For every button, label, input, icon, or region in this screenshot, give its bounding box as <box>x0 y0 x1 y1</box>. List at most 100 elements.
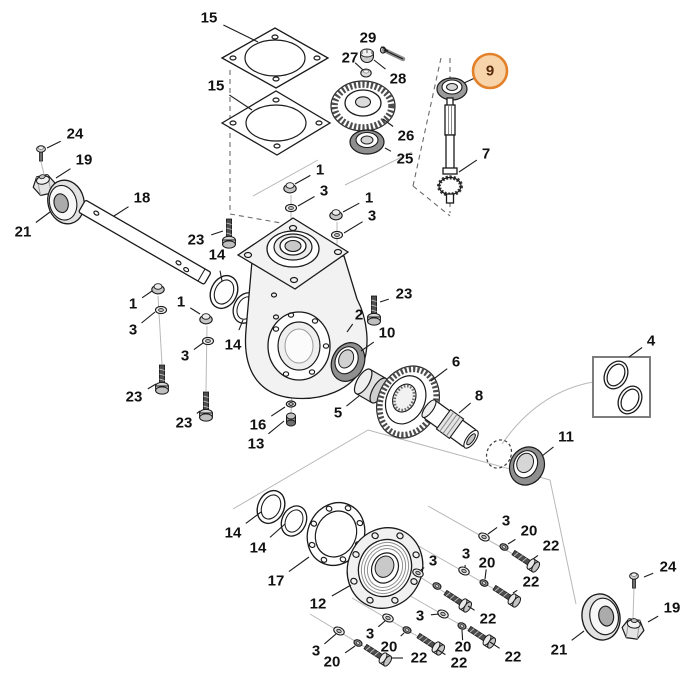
part-roller-cage-5[interactable] <box>351 366 391 405</box>
part-label-3-22[interactable]: 3 <box>181 348 189 365</box>
part-bearing-10[interactable] <box>325 337 371 387</box>
part-label-23-26[interactable]: 23 <box>396 286 413 303</box>
part-label-22-52[interactable]: 22 <box>451 655 468 672</box>
part-label-11-31[interactable]: 11 <box>558 429 574 446</box>
part-bearing-9[interactable] <box>436 77 468 101</box>
part-label-3-45[interactable]: 3 <box>429 553 437 570</box>
part-label-13-34[interactable]: 13 <box>248 436 265 453</box>
part-label-20-51[interactable]: 20 <box>381 639 398 656</box>
highlighted-part-callout-circle[interactable] <box>471 52 509 90</box>
part-label-12-38[interactable]: 12 <box>310 596 327 613</box>
part-label-21-10[interactable]: 21 <box>15 224 32 241</box>
part-label-23-12[interactable]: 23 <box>188 232 205 249</box>
part-label-20-43[interactable]: 20 <box>479 555 496 572</box>
part-screw-24-top[interactable] <box>36 145 46 162</box>
part-pinion-shaft-7[interactable] <box>437 97 463 204</box>
part-label-22-55[interactable]: 22 <box>505 649 522 666</box>
part-label-1-21[interactable]: 1 <box>177 294 185 311</box>
part-label-15-1[interactable]: 15 <box>208 78 225 95</box>
part-label-3-53[interactable]: 3 <box>416 608 424 625</box>
part-nut-1-b[interactable] <box>329 209 343 221</box>
part-bevel-gear-26[interactable] <box>330 80 396 132</box>
part-castle-nut-28[interactable] <box>359 48 375 64</box>
part-bolt-23-c[interactable] <box>155 364 169 395</box>
part-label-25-6[interactable]: 25 <box>397 151 414 168</box>
part-bolt-23-a[interactable] <box>222 218 236 249</box>
part-housing-2[interactable] <box>236 217 368 400</box>
part-lockwasher-20-g2[interactable] <box>478 577 490 589</box>
part-label-18-11[interactable]: 18 <box>134 190 151 207</box>
part-label-2-25[interactable]: 2 <box>355 307 363 324</box>
part-nut-1-a[interactable] <box>283 182 297 194</box>
part-label-21-56[interactable]: 21 <box>551 642 568 659</box>
part-nut-1-d[interactable] <box>199 313 213 325</box>
part-label-1-17[interactable]: 1 <box>365 190 373 207</box>
part-cover-12[interactable] <box>334 515 436 621</box>
part-label-20-48[interactable]: 20 <box>324 654 341 671</box>
part-label-17-37[interactable]: 17 <box>268 573 285 590</box>
part-washer-16[interactable] <box>285 400 297 408</box>
part-label-28-4[interactable]: 28 <box>390 71 407 88</box>
part-coupler-8[interactable] <box>419 397 482 452</box>
part-label-3-20[interactable]: 3 <box>129 322 137 339</box>
part-label-7-7[interactable]: 7 <box>482 146 490 163</box>
part-label-3-18[interactable]: 3 <box>368 208 376 225</box>
part-label-15-0[interactable]: 15 <box>201 10 218 27</box>
part-label-24-57[interactable]: 24 <box>660 559 677 576</box>
part-label-22-41[interactable]: 22 <box>543 538 560 555</box>
part-label-5-29[interactable]: 5 <box>334 405 342 422</box>
part-nut-27[interactable] <box>360 68 372 78</box>
part-gasket-15-bottom[interactable] <box>220 90 332 156</box>
part-label-14-13[interactable]: 14 <box>209 247 226 264</box>
part-bolt-22-g1[interactable] <box>509 547 542 574</box>
part-bolt-22-g2[interactable] <box>490 582 523 609</box>
part-collar-21-right[interactable] <box>577 590 625 644</box>
part-label-14-14[interactable]: 14 <box>225 337 242 354</box>
part-label-24-8[interactable]: 24 <box>67 126 84 143</box>
part-washer-3-b[interactable] <box>330 230 344 240</box>
part-label-22-49[interactable]: 22 <box>411 650 428 667</box>
part-label-14-35[interactable]: 14 <box>225 525 242 542</box>
part-label-19-58[interactable]: 19 <box>664 600 681 617</box>
part-axle-18[interactable] <box>78 200 212 285</box>
part-lockwasher-20-g3[interactable] <box>431 580 443 592</box>
part-label-6-28[interactable]: 6 <box>452 354 460 371</box>
part-label-10-27[interactable]: 10 <box>379 325 396 342</box>
part-washer-3-a[interactable] <box>284 203 298 213</box>
part-label-26-5[interactable]: 26 <box>398 128 415 145</box>
part-bolt-23-b[interactable] <box>367 295 381 326</box>
part-label-29-2[interactable]: 29 <box>360 30 377 47</box>
part-label-16-33[interactable]: 16 <box>250 417 267 434</box>
part-label-1-15[interactable]: 1 <box>316 162 324 179</box>
part-snap-ring[interactable] <box>482 436 516 472</box>
part-label-3-16[interactable]: 3 <box>320 183 328 200</box>
part-lockwasher-20-g6[interactable] <box>456 620 468 632</box>
part-label-22-46[interactable]: 22 <box>480 611 497 628</box>
part-label-3-42[interactable]: 3 <box>462 546 470 563</box>
part-label-27-3[interactable]: 27 <box>342 50 359 67</box>
part-washer-3-d[interactable] <box>201 336 215 346</box>
part-gasket-kit-4[interactable] <box>592 356 651 418</box>
part-label-23-24[interactable]: 23 <box>176 415 193 432</box>
part-label-22-44[interactable]: 22 <box>523 574 540 591</box>
part-bolt-23-d[interactable] <box>199 391 213 422</box>
part-label-14-36[interactable]: 14 <box>250 540 267 557</box>
part-locknut-19-bottom[interactable] <box>620 616 646 641</box>
part-label-3-39[interactable]: 3 <box>502 513 510 530</box>
part-label-3-47[interactable]: 3 <box>312 643 320 660</box>
part-lockwasher-20-g1[interactable] <box>498 541 510 553</box>
part-bolt-22-g3[interactable] <box>441 587 474 614</box>
part-label-1-19[interactable]: 1 <box>129 296 137 313</box>
part-bearing-11[interactable] <box>503 441 550 491</box>
part-split-pin-29[interactable] <box>379 46 406 62</box>
part-label-23-23[interactable]: 23 <box>126 389 143 406</box>
part-plug-13[interactable] <box>286 412 296 427</box>
part-label-19-9[interactable]: 19 <box>76 152 93 169</box>
highlighted-part-label-9[interactable]: 9 <box>486 63 494 80</box>
part-bearing-25[interactable] <box>349 129 385 155</box>
part-label-4-32[interactable]: 4 <box>647 333 656 350</box>
part-label-3-50[interactable]: 3 <box>366 626 374 643</box>
part-label-20-40[interactable]: 20 <box>521 523 538 540</box>
part-nut-1-c[interactable] <box>151 283 165 295</box>
part-gasket-15-top[interactable] <box>220 27 330 89</box>
